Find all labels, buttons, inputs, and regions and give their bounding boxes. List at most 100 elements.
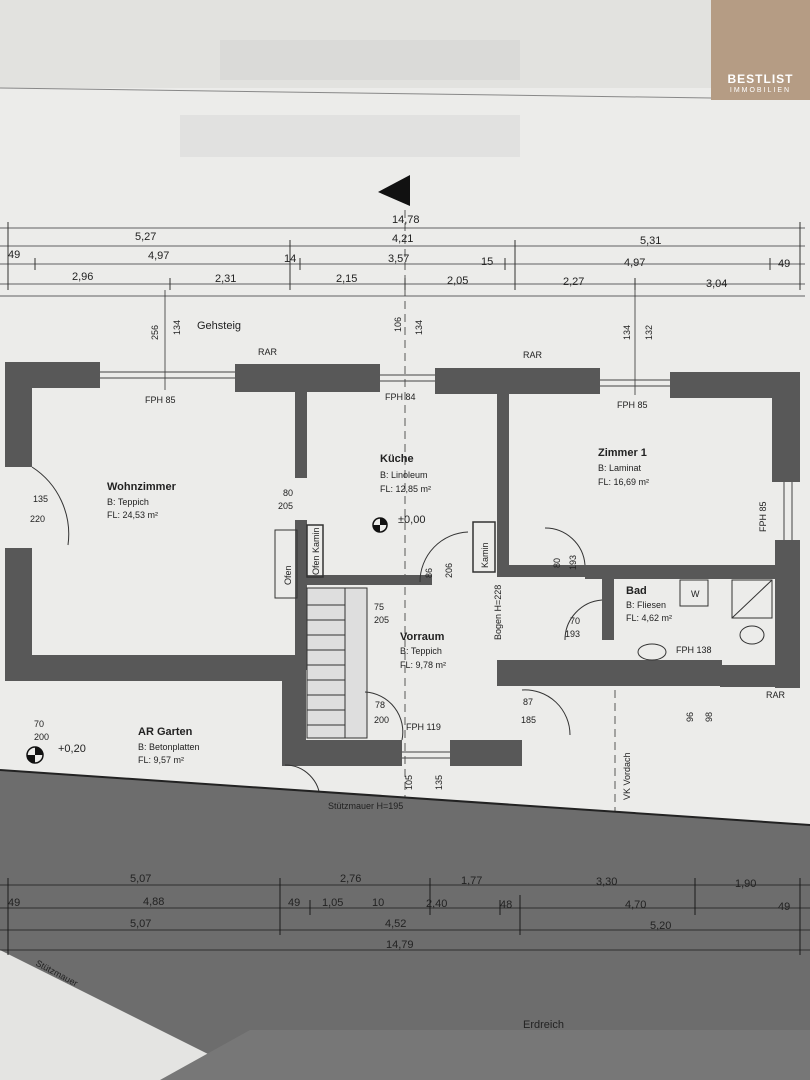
- svg-text:FL: 4,62 m²: FL: 4,62 m²: [626, 613, 672, 623]
- svg-text:193: 193: [565, 629, 580, 639]
- walls: [5, 362, 800, 766]
- svg-text:87: 87: [523, 697, 533, 707]
- dim-top-r3-2: 2,15: [336, 273, 357, 285]
- svg-text:B: Linoleum: B: Linoleum: [380, 470, 428, 480]
- room-ar-garten: AR Garten B: Betonplatten FL: 9,57 m²: [138, 726, 200, 765]
- svg-text:1,05: 1,05: [322, 897, 343, 909]
- dim-top-r1-0: 5,27: [135, 231, 156, 243]
- svg-text:96: 96: [685, 712, 695, 722]
- svg-text:256: 256: [150, 325, 160, 340]
- label-w: W: [691, 589, 700, 599]
- label-kamin: Kamin: [480, 542, 490, 568]
- svg-text:205: 205: [278, 501, 293, 511]
- svg-text:185: 185: [521, 715, 536, 725]
- dim-total-top: 14,78: [392, 214, 420, 226]
- sheet-edge: [0, 87, 712, 99]
- svg-text:Küche: Küche: [380, 453, 414, 465]
- label-level-garden: +0,20: [58, 743, 86, 755]
- svg-text:B: Teppich: B: Teppich: [400, 646, 442, 656]
- svg-text:Wohnzimmer: Wohnzimmer: [107, 481, 177, 493]
- svg-text:80: 80: [283, 488, 293, 498]
- dim-top-r2-0: 49: [8, 249, 20, 261]
- svg-text:4,88: 4,88: [143, 896, 164, 908]
- svg-text:206: 206: [444, 563, 454, 578]
- svg-text:3,30: 3,30: [596, 876, 617, 888]
- svg-text:1,90: 1,90: [735, 878, 756, 890]
- svg-text:Bad: Bad: [626, 585, 647, 597]
- svg-text:49: 49: [778, 901, 790, 913]
- faded-title-bg: [220, 40, 520, 80]
- svg-text:4,52: 4,52: [385, 918, 406, 930]
- dim-top-r3-3: 2,05: [447, 275, 468, 287]
- svg-text:70: 70: [34, 719, 44, 729]
- label-fph-zimmer: FPH 85: [617, 400, 648, 410]
- svg-text:10: 10: [372, 897, 384, 909]
- svg-text:132: 132: [644, 325, 654, 340]
- bestlist-logo: BESTLIST IMMOBILIEN: [711, 0, 810, 100]
- lower-sheet: [0, 950, 260, 1080]
- label-rar-2: RAR: [523, 350, 543, 360]
- svg-text:B: Laminat: B: Laminat: [598, 463, 642, 473]
- windows: [100, 371, 793, 759]
- label-rar-3: RAR: [766, 690, 786, 700]
- svg-text:105: 105: [404, 775, 414, 790]
- door-swings: [31, 466, 603, 801]
- label-ofen: Ofen: [283, 565, 293, 585]
- svg-text:193: 193: [568, 555, 578, 570]
- faded-title-bg-2: [180, 115, 520, 157]
- svg-text:FL: 12,85 m²: FL: 12,85 m²: [380, 484, 431, 494]
- svg-text:5,20: 5,20: [650, 920, 671, 932]
- opening-dimensions: 135 220 80 205 86 206 80 193 75 205 70 1…: [30, 488, 714, 790]
- svg-text:86: 86: [424, 568, 434, 578]
- svg-text:2,40: 2,40: [426, 898, 447, 910]
- dimension-lines-bottom: [0, 884, 810, 951]
- svg-text:1,77: 1,77: [461, 875, 482, 887]
- label-fph-wohn: FPH 85: [145, 395, 176, 405]
- svg-text:FL: 9,78 m²: FL: 9,78 m²: [400, 660, 446, 670]
- dim-top-r3-5: 3,04: [706, 278, 727, 290]
- label-stuetzmauer: Stützmauer H=195: [328, 801, 403, 811]
- north-arrow-icon: [378, 175, 410, 206]
- svg-text:49: 49: [8, 897, 20, 909]
- svg-text:80: 80: [552, 558, 562, 568]
- room-zimmer1: Zimmer 1 B: Laminat FL: 16,69 m²: [598, 447, 649, 487]
- label-erdreich: Erdreich: [523, 1019, 564, 1031]
- svg-text:Zimmer 1: Zimmer 1: [598, 447, 647, 459]
- svg-text:Vorraum: Vorraum: [400, 631, 445, 643]
- svg-text:14,79: 14,79: [386, 939, 414, 951]
- svg-text:B: Fliesen: B: Fliesen: [626, 600, 666, 610]
- svg-text:4,70: 4,70: [625, 899, 646, 911]
- garden-level-marker-icon: [26, 746, 44, 764]
- svg-text:2,76: 2,76: [340, 873, 361, 885]
- dim-top-r2-1: 4,97: [148, 250, 169, 262]
- dim-top-r2-2: 14: [284, 253, 296, 265]
- svg-text:48: 48: [500, 899, 512, 911]
- dim-top-r2-5: 4,97: [624, 257, 645, 269]
- dim-top-r2-4: 15: [481, 256, 493, 268]
- svg-text:200: 200: [34, 732, 49, 742]
- svg-text:220: 220: [30, 514, 45, 524]
- svg-text:134: 134: [414, 320, 424, 335]
- dim-top-r3-0: 2,96: [72, 271, 93, 283]
- room-wohnzimmer: Wohnzimmer B: Teppich FL: 24,53 m²: [107, 481, 177, 520]
- dimension-lines-top: [0, 210, 805, 1080]
- label-fph-side: FPH 85: [758, 501, 768, 532]
- label-fph-bad: FPH 138: [676, 645, 712, 655]
- label-bogen: Bogen H=228: [493, 585, 503, 640]
- svg-text:B: Betonplatten: B: Betonplatten: [138, 742, 200, 752]
- svg-text:106: 106: [393, 317, 403, 332]
- svg-text:135: 135: [434, 775, 444, 790]
- room-vorraum: Vorraum B: Teppich FL: 9,78 m²: [400, 631, 446, 670]
- svg-text:5,07: 5,07: [130, 918, 151, 930]
- dims-bottom-labels: 5,07 2,76 1,77 3,30 1,90 49 4,88 49 1,05…: [8, 873, 790, 951]
- svg-text:B: Teppich: B: Teppich: [107, 497, 149, 507]
- svg-text:5,07: 5,07: [130, 873, 151, 885]
- svg-text:205: 205: [374, 615, 389, 625]
- svg-text:FL: 9,57 m²: FL: 9,57 m²: [138, 755, 184, 765]
- dim-top-r1-2: 5,31: [640, 235, 661, 247]
- dim-top-r2-6: 49: [778, 258, 790, 270]
- svg-text:FL: 24,53 m²: FL: 24,53 m²: [107, 510, 158, 520]
- dim-top-r1-1: 4,21: [392, 233, 413, 245]
- kamin-box: [472, 521, 496, 573]
